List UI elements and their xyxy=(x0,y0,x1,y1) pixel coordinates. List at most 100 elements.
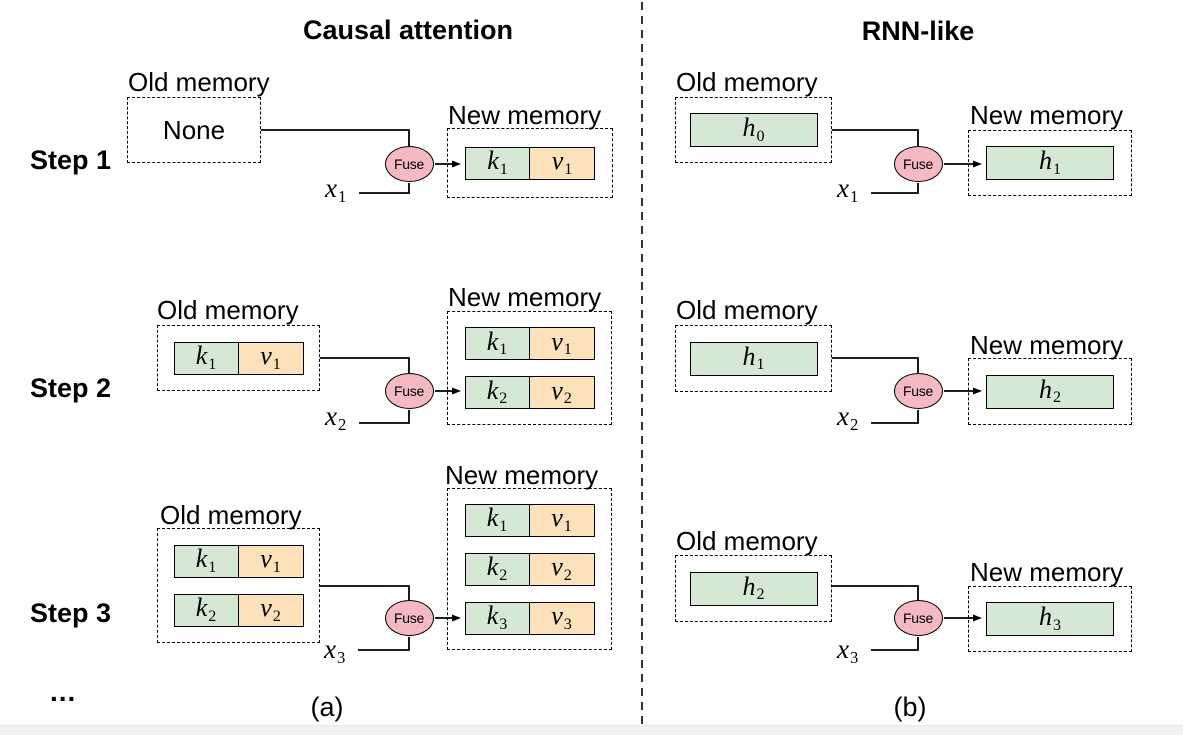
new-memory-label: New memory xyxy=(970,100,1124,130)
value-label-base: v xyxy=(551,147,564,176)
input-label-subscript: 1 xyxy=(849,186,859,206)
input-label-base: x xyxy=(325,173,337,203)
value-label: v1 xyxy=(551,328,572,359)
old-memory-label: Old memory xyxy=(676,526,818,556)
value-label: v1 xyxy=(551,505,572,535)
new-memory-label: New memory xyxy=(970,557,1124,587)
state-label-base: h xyxy=(1038,146,1052,176)
key-cell: k3 xyxy=(465,602,530,634)
connector-line xyxy=(358,637,410,651)
fuse-node: Fuse xyxy=(893,373,943,409)
fuse-node: Fuse xyxy=(384,373,434,409)
key-label: k3 xyxy=(487,603,508,633)
state-label-base: h xyxy=(742,113,756,143)
step-label: Step 1 xyxy=(30,145,112,175)
value-cell: v1 xyxy=(529,504,594,536)
key-label: k1 xyxy=(487,505,508,535)
key-label-base: k xyxy=(486,377,499,405)
connector-line xyxy=(359,183,410,194)
value-label: v1 xyxy=(260,546,281,576)
state-label-subscript: 3 xyxy=(1052,616,1062,634)
key-cell: k1 xyxy=(465,328,530,359)
value-label-base: v xyxy=(260,594,272,623)
input-label-base: x xyxy=(325,401,337,431)
kv-pair-row: k1 v1 xyxy=(173,544,304,578)
fuse-label: Fuse xyxy=(394,156,424,172)
fuse-label: Fuse xyxy=(394,610,424,626)
state-cell: h1 xyxy=(986,146,1114,180)
key-cell: k2 xyxy=(174,594,239,626)
state-label-subscript: 2 xyxy=(756,586,765,604)
old-memory-label: Old memory xyxy=(160,500,302,530)
new-memory-box: h2 xyxy=(968,358,1132,425)
value-label-base: v xyxy=(551,602,563,631)
input-label: x3 xyxy=(837,636,858,666)
key-label: k2 xyxy=(196,595,217,625)
value-label-base: v xyxy=(551,553,563,582)
value-label: v2 xyxy=(551,377,572,408)
connector-line xyxy=(832,585,919,600)
input-label-subscript: 2 xyxy=(337,414,347,434)
value-label-base: v xyxy=(551,328,563,356)
key-label: k1 xyxy=(487,328,508,359)
old-memory-none-text: None xyxy=(162,114,226,145)
state-label-base: h xyxy=(742,571,756,601)
value-label-subscript: 1 xyxy=(563,517,572,535)
value-label: v1 xyxy=(552,148,573,178)
value-label-subscript: 2 xyxy=(272,607,281,625)
state-label-base: h xyxy=(1038,374,1052,404)
state-label: h2 xyxy=(1038,374,1061,407)
value-cell: v1 xyxy=(238,342,303,374)
state-label-subscript: 0 xyxy=(756,127,765,145)
value-label: v2 xyxy=(551,554,572,584)
key-label-base: k xyxy=(486,504,499,533)
state-cell: h3 xyxy=(986,602,1114,636)
value-label: v1 xyxy=(260,343,281,373)
fuse-node: Fuse xyxy=(893,600,943,636)
state-label-base: h xyxy=(742,341,756,371)
state-cell: h2 xyxy=(689,571,818,606)
old-memory-box: k1 v1 xyxy=(157,325,320,391)
input-label: x3 xyxy=(324,636,345,666)
key-label-base: k xyxy=(195,342,208,371)
value-cell: v2 xyxy=(238,594,303,626)
key-cell: k1 xyxy=(465,504,530,536)
fuse-label: Fuse xyxy=(394,383,424,399)
fuse-label: Fuse xyxy=(903,383,933,399)
fuse-node: Fuse xyxy=(384,600,434,636)
old-memory-label: Old memory xyxy=(157,295,299,325)
connector-line xyxy=(320,585,410,600)
step-label: Step 2 xyxy=(30,373,112,403)
input-label: x1 xyxy=(325,175,346,205)
old-memory-box: None xyxy=(127,97,261,163)
old-memory-box: h0 xyxy=(675,97,832,163)
input-label-base: x xyxy=(837,173,849,203)
key-label-base: k xyxy=(486,553,499,582)
fuse-label: Fuse xyxy=(903,610,933,626)
connector-line xyxy=(320,357,410,373)
connector-line xyxy=(832,357,919,373)
value-label-subscript: 3 xyxy=(563,615,572,633)
key-label: k1 xyxy=(196,546,217,576)
right-panel-title: RNN-like xyxy=(861,16,975,46)
key-cell: k2 xyxy=(465,377,530,408)
fuse-node: Fuse xyxy=(893,146,943,182)
state-label: h1 xyxy=(1039,148,1061,178)
state-label: h2 xyxy=(742,571,765,604)
value-cell: v1 xyxy=(530,147,594,179)
left-caption: (a) xyxy=(310,692,344,722)
state-cell: h0 xyxy=(689,113,818,147)
key-cell: k1 xyxy=(174,342,239,374)
new-memory-box: h3 xyxy=(968,586,1132,652)
key-label-subscript: 2 xyxy=(208,607,217,625)
input-label-base: x xyxy=(324,634,336,664)
input-label-base: x xyxy=(837,401,849,431)
old-memory-label: Old memory xyxy=(128,67,270,97)
old-memory-box: h1 xyxy=(675,325,832,392)
old-memory-label: Old memory xyxy=(676,295,818,325)
